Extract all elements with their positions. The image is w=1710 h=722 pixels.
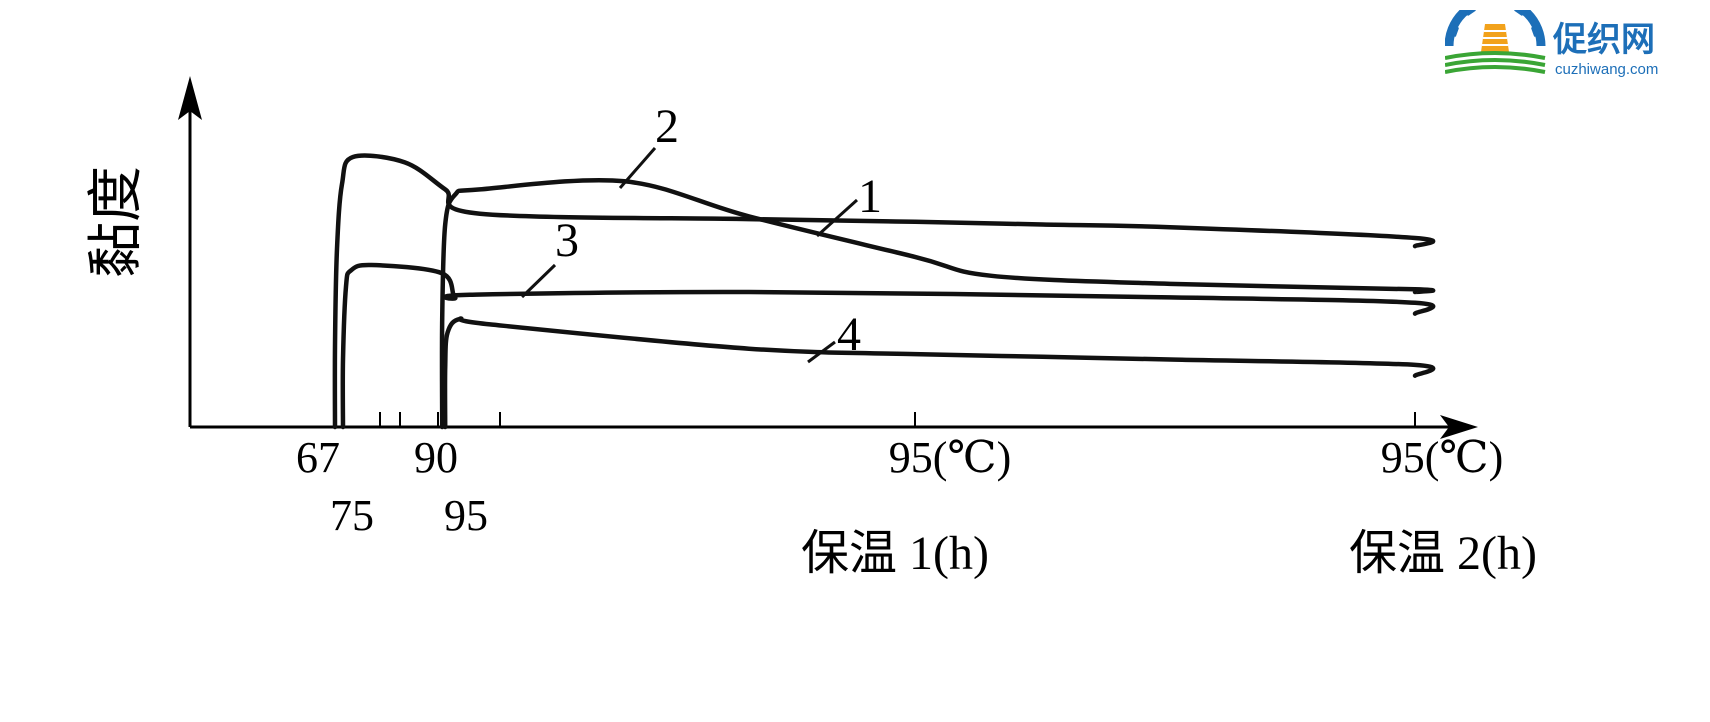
gear-icon [1445, 10, 1546, 47]
x-tick-label-95c-1: 95(℃) [889, 433, 1012, 482]
x-tick-label-95c-2: 95(℃) [1381, 433, 1504, 482]
cuzhiwang-logo: 促织网 cuzhiwang.com [1445, 10, 1658, 78]
x-axis-arrow [1440, 415, 1478, 439]
x-axis-label-hold-1: 保温 1(h) [801, 527, 989, 580]
x-tick-label-90: 90 [414, 433, 458, 482]
series-label-1: 1 [858, 170, 882, 223]
x-tick-labels: 67 90 95(℃) 95(℃) 75 95 [296, 433, 1503, 540]
series-labels: 1 2 3 4 [520, 100, 882, 364]
series-label-4: 4 [837, 308, 861, 361]
x-ticks [334, 412, 1416, 427]
series-label-2: 2 [655, 100, 679, 153]
leader-line-1 [815, 198, 859, 238]
series-line-4 [442, 316, 1436, 430]
series-line-2 [439, 177, 1436, 430]
x-tick-label-67: 67 [296, 433, 340, 482]
logo-url: cuzhiwang.com [1555, 61, 1658, 78]
axes [178, 76, 1478, 439]
x-tick-label-95: 95 [444, 491, 488, 540]
x-tick-label-75: 75 [330, 491, 374, 540]
series-layer [332, 153, 1436, 430]
leader-line-3 [520, 263, 557, 299]
series-line-3 [340, 262, 1436, 430]
leader-line-2 [618, 147, 657, 189]
yarn-spool-icon [1481, 24, 1509, 52]
y-axis-label: 黏度 [86, 166, 148, 278]
field-stripes-icon [1445, 51, 1546, 74]
series-line-1 [332, 153, 1436, 430]
series-label-3: 3 [555, 214, 579, 267]
x-axis-label-hold-2: 保温 2(h) [1349, 527, 1537, 580]
leader-line-4 [807, 340, 836, 364]
y-axis-arrow [178, 76, 202, 120]
logo-name: 促织网 [1552, 20, 1655, 60]
